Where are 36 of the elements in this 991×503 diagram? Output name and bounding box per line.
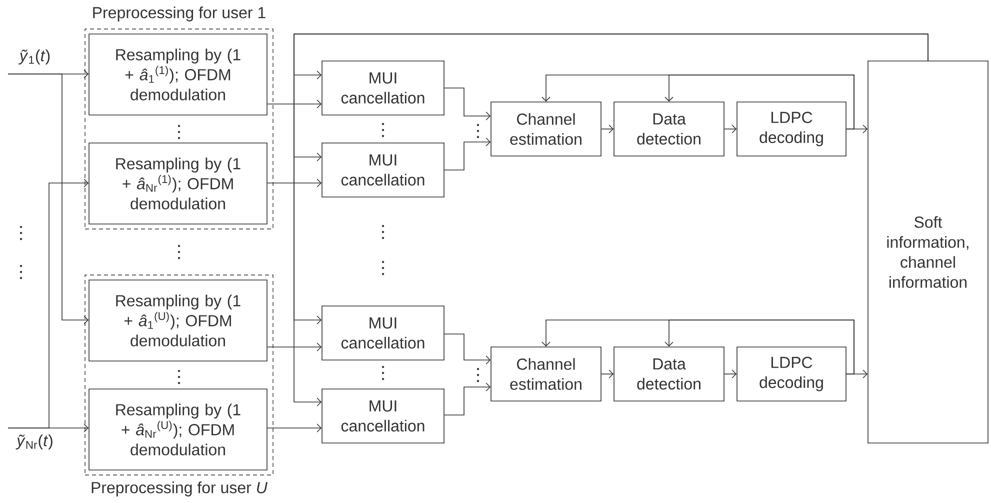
arrow [444, 88, 491, 120]
arrow [724, 124, 737, 134]
arrow [664, 320, 854, 374]
arrow [444, 382, 491, 416]
process-box: Resampling by (1 + â$_{1}$$^{(1)}$); OFDM demodulation [88, 34, 268, 116]
process-box: Resampling by (1 + â$_{Nr}$$^{(U)}$); OFDM demodulation [88, 388, 268, 470]
process-box: Soft information, channel information [868, 60, 988, 444]
arrow [8, 178, 89, 428]
edge-label: ỹ$_{Nr}$(t) [16, 434, 52, 450]
process-box: MUI cancellation [322, 142, 444, 198]
process-box: Channel estimation [490, 346, 602, 402]
arrow [664, 74, 854, 130]
process-box: Resampling by (1 + â$_{Nr}$$^{(1)}$); OFDM demodulation [88, 142, 268, 224]
arrow [444, 138, 491, 170]
arrow [294, 34, 928, 406]
process-box: Resampling by (1 + â$_{1}$$^{(U)}$); OFDM demodulation [88, 280, 268, 362]
arrow [267, 342, 322, 352]
process-box: Data detection [614, 102, 724, 156]
arrow [444, 334, 491, 364]
process-box: LDPC decoding [736, 346, 846, 402]
process-box: Channel estimation [490, 102, 602, 156]
process-box: MUI cancellation [322, 60, 444, 116]
process-box: LDPC decoding [736, 102, 846, 156]
process-box: MUI cancellation [322, 388, 444, 444]
edge-label: ỹ$_{1}$(t) [18, 50, 50, 64]
arrow [601, 370, 614, 378]
arrow [601, 124, 614, 134]
arrow [724, 370, 737, 378]
process-box: Data detection [614, 346, 724, 402]
process-box: MUI cancellation [322, 306, 444, 360]
arrow [267, 178, 322, 188]
arrow [267, 424, 322, 432]
node-label: Preprocessing for user 1 [93, 6, 266, 22]
arrow [267, 100, 322, 108]
node-label: Preprocessing for user U [92, 482, 268, 496]
arrow [8, 74, 89, 324]
